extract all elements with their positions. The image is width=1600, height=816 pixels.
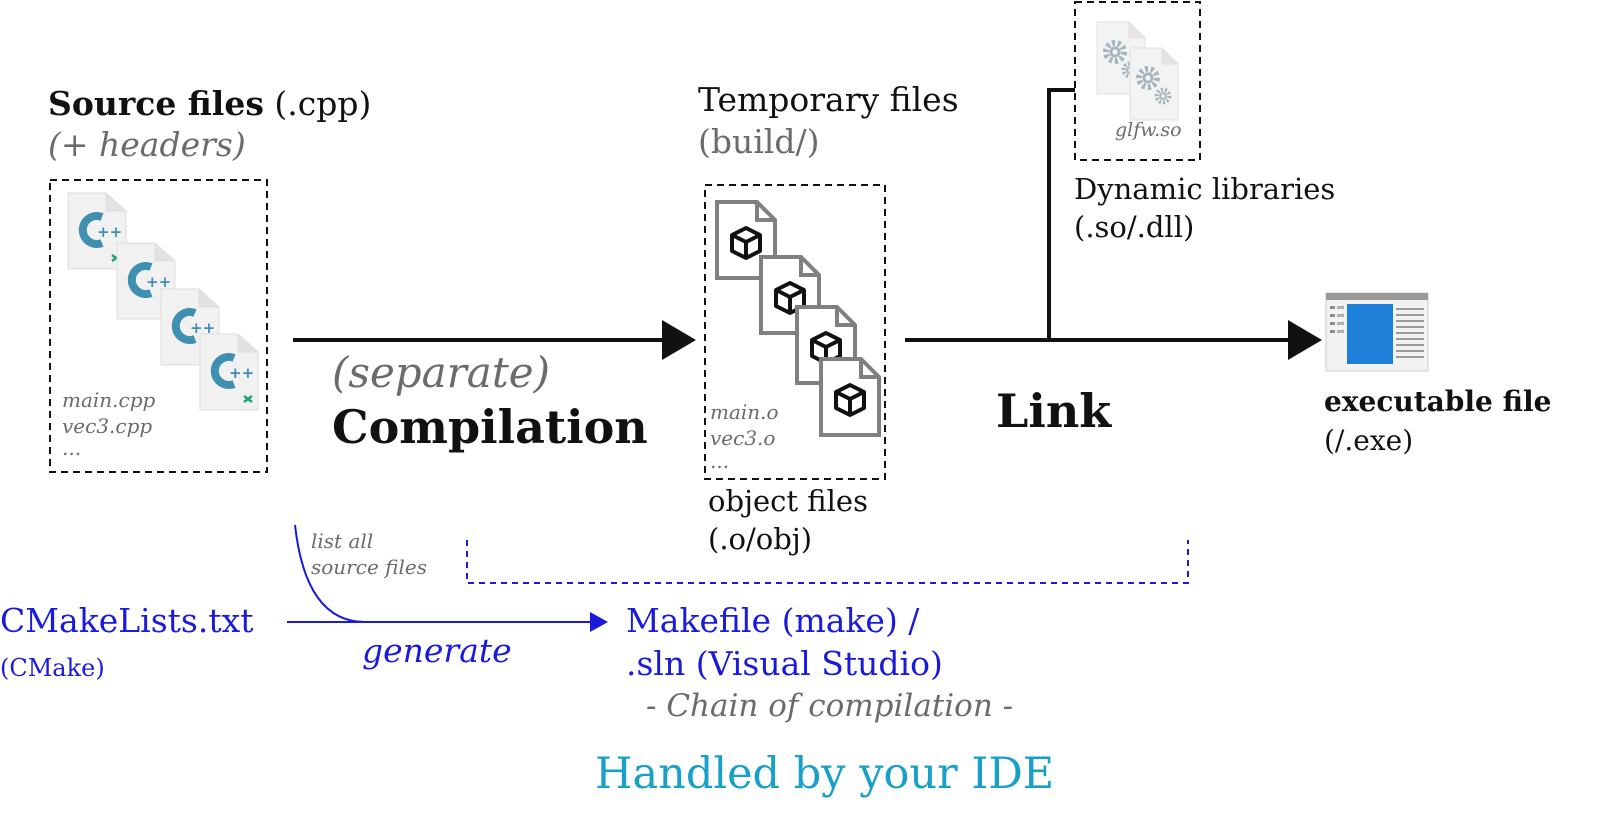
- cmakelists-label: CMakeLists.txt: [0, 601, 254, 640]
- executable-window-icon: [1325, 292, 1429, 372]
- object-files-caption: object files: [708, 484, 868, 518]
- object-file-icon: [819, 357, 881, 437]
- compilation-chain-bracket: [466, 540, 1189, 584]
- dynamic-library-branch: [1047, 88, 1075, 340]
- makefile-label: Makefile (make) /: [626, 601, 920, 640]
- dynamic-library-file-name: glfw.so: [1115, 119, 1182, 141]
- ide-label: Handled by your IDE: [595, 749, 1055, 799]
- source-files-title: Source files (.cpp): [48, 84, 372, 123]
- executable-extension: (/.exe): [1324, 424, 1414, 457]
- dynamic-libraries-caption: Dynamic libraries: [1074, 172, 1336, 206]
- source-file-name: ...: [62, 436, 82, 460]
- source-files-box: [49, 179, 268, 473]
- generate-label: generate: [362, 631, 512, 670]
- source-file-name: main.cpp: [62, 388, 156, 412]
- executable-title: executable file: [1324, 385, 1552, 418]
- dynamic-library-box: [1074, 1, 1201, 161]
- compilation-label: Compilation: [332, 400, 648, 454]
- sln-label: .sln (Visual Studio): [626, 644, 943, 683]
- compilation-arrowhead: [662, 320, 696, 360]
- cpp-file-icon: [200, 334, 258, 410]
- object-file-name: main.o: [710, 400, 779, 424]
- object-files-extension: (.o/obj): [708, 522, 813, 556]
- dynamic-libraries-extension: (.so/.dll): [1074, 210, 1195, 244]
- link-label: Link: [996, 384, 1112, 438]
- list-sources-note-line-1: list all: [311, 529, 374, 553]
- list-sources-curve: [294, 524, 366, 623]
- temporary-files-subtitle: (build/): [698, 122, 820, 161]
- cmake-tool-label: (CMake): [0, 654, 105, 682]
- object-file-name: ...: [710, 449, 730, 473]
- source-files-subtitle: (+ headers): [48, 125, 246, 164]
- list-sources-note-line-2: source files: [311, 555, 427, 579]
- link-arrowhead: [1288, 320, 1322, 360]
- temporary-files-title: Temporary files: [698, 80, 959, 119]
- gear-file-icon: [1130, 48, 1178, 120]
- separate-label: (separate): [332, 348, 550, 397]
- object-files-box: [704, 184, 886, 480]
- object-file-name: vec3.o: [710, 426, 776, 450]
- source-file-name: vec3.cpp: [62, 414, 153, 438]
- chain-of-compilation-label: - Chain of compilation -: [646, 688, 1014, 724]
- generate-arrowhead: [590, 612, 608, 632]
